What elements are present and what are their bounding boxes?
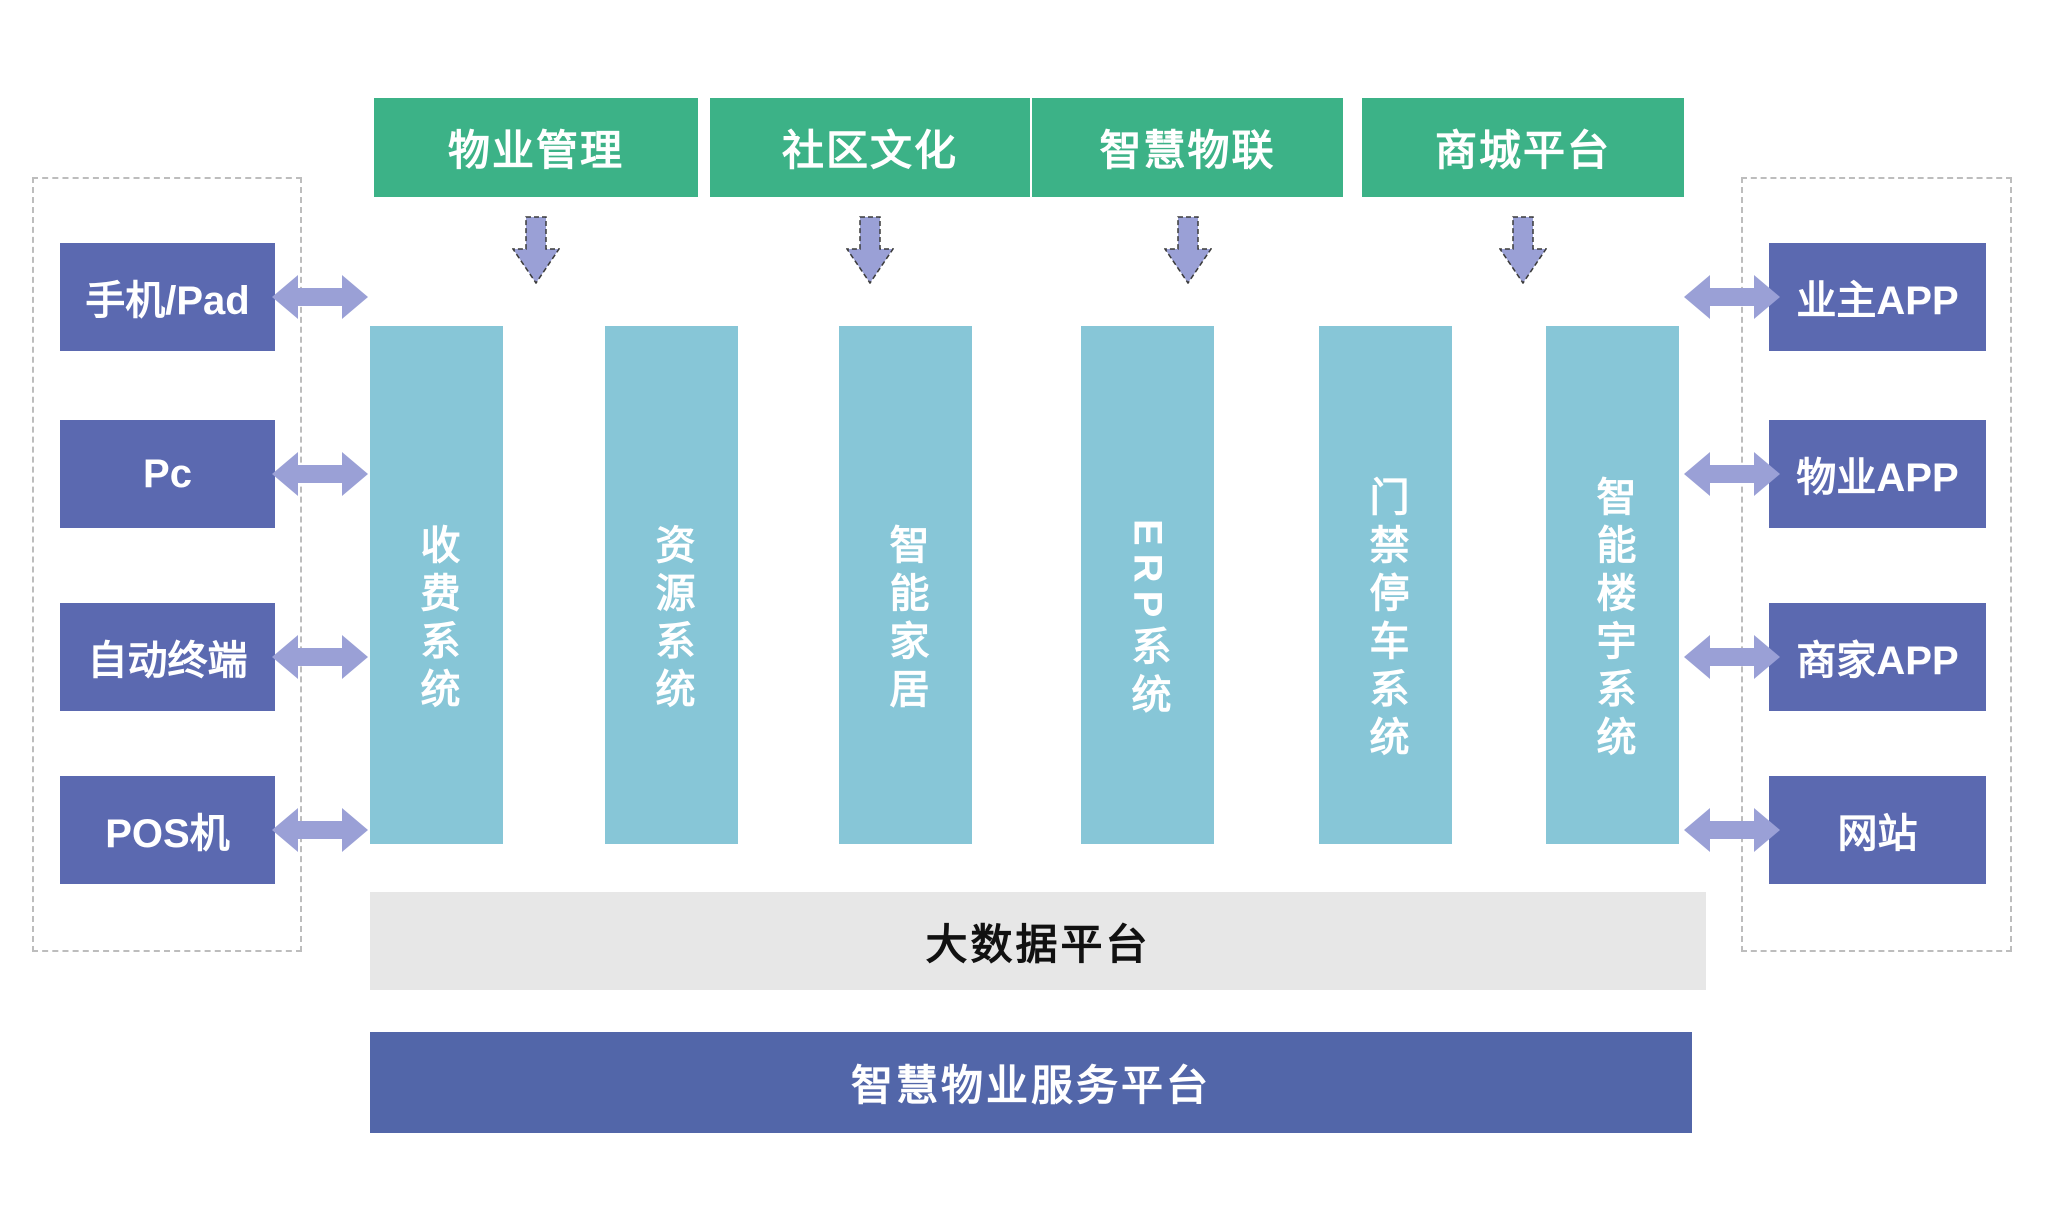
system-column-label: ERP系统: [1125, 518, 1170, 722]
app-box-website: 网站: [1769, 776, 1986, 884]
system-column-access-parking: 门禁停车系统: [1319, 326, 1452, 844]
double-arrow-icon: [272, 808, 368, 852]
module-box-community-culture: 社区文化: [710, 98, 1030, 197]
right-app-group-frame: [1741, 177, 2012, 952]
down-arrow-icon: [846, 216, 894, 284]
double-arrow-icon: [272, 635, 368, 679]
double-arrow-icon: [272, 452, 368, 496]
app-box-owner-app: 业主APP: [1769, 243, 1986, 351]
system-column-smart-home: 智能家居: [839, 326, 972, 844]
down-arrow-icon: [512, 216, 560, 284]
system-column-label: 门禁停车系统: [1363, 476, 1408, 764]
double-arrow-icon: [1684, 452, 1780, 496]
system-column-label: 收费系统: [414, 524, 459, 716]
terminal-box-mobile-pad: 手机/Pad: [60, 243, 275, 351]
double-arrow-icon: [1684, 808, 1780, 852]
system-column-label: 智能楼宇系统: [1590, 476, 1635, 764]
smart-property-service-platform-bar: 智慧物业服务平台: [370, 1032, 1692, 1133]
app-box-merchant-app: 商家APP: [1769, 603, 1986, 711]
module-box-smart-iot: 智慧物联: [1032, 98, 1343, 197]
double-arrow-icon: [1684, 275, 1780, 319]
system-column-charging: 收费系统: [370, 326, 503, 844]
system-column-resource: 资源系统: [605, 326, 738, 844]
module-box-mall-platform: 商城平台: [1362, 98, 1684, 197]
left-terminal-group-frame: [32, 177, 302, 952]
double-arrow-icon: [1684, 635, 1780, 679]
app-box-property-app: 物业APP: [1769, 420, 1986, 528]
terminal-box-auto-terminal: 自动终端: [60, 603, 275, 711]
down-arrow-icon: [1499, 216, 1547, 284]
terminal-box-pc: Pc: [60, 420, 275, 528]
big-data-platform-bar: 大数据平台: [370, 892, 1706, 990]
terminal-box-pos: POS机: [60, 776, 275, 884]
system-column-erp: ERP系统: [1081, 326, 1214, 844]
double-arrow-icon: [272, 275, 368, 319]
system-column-label: 资源系统: [649, 524, 694, 716]
system-column-smart-building: 智能楼宇系统: [1546, 326, 1679, 844]
module-box-property-management: 物业管理: [374, 98, 698, 197]
down-arrow-icon: [1164, 216, 1212, 284]
system-column-label: 智能家居: [883, 524, 928, 716]
